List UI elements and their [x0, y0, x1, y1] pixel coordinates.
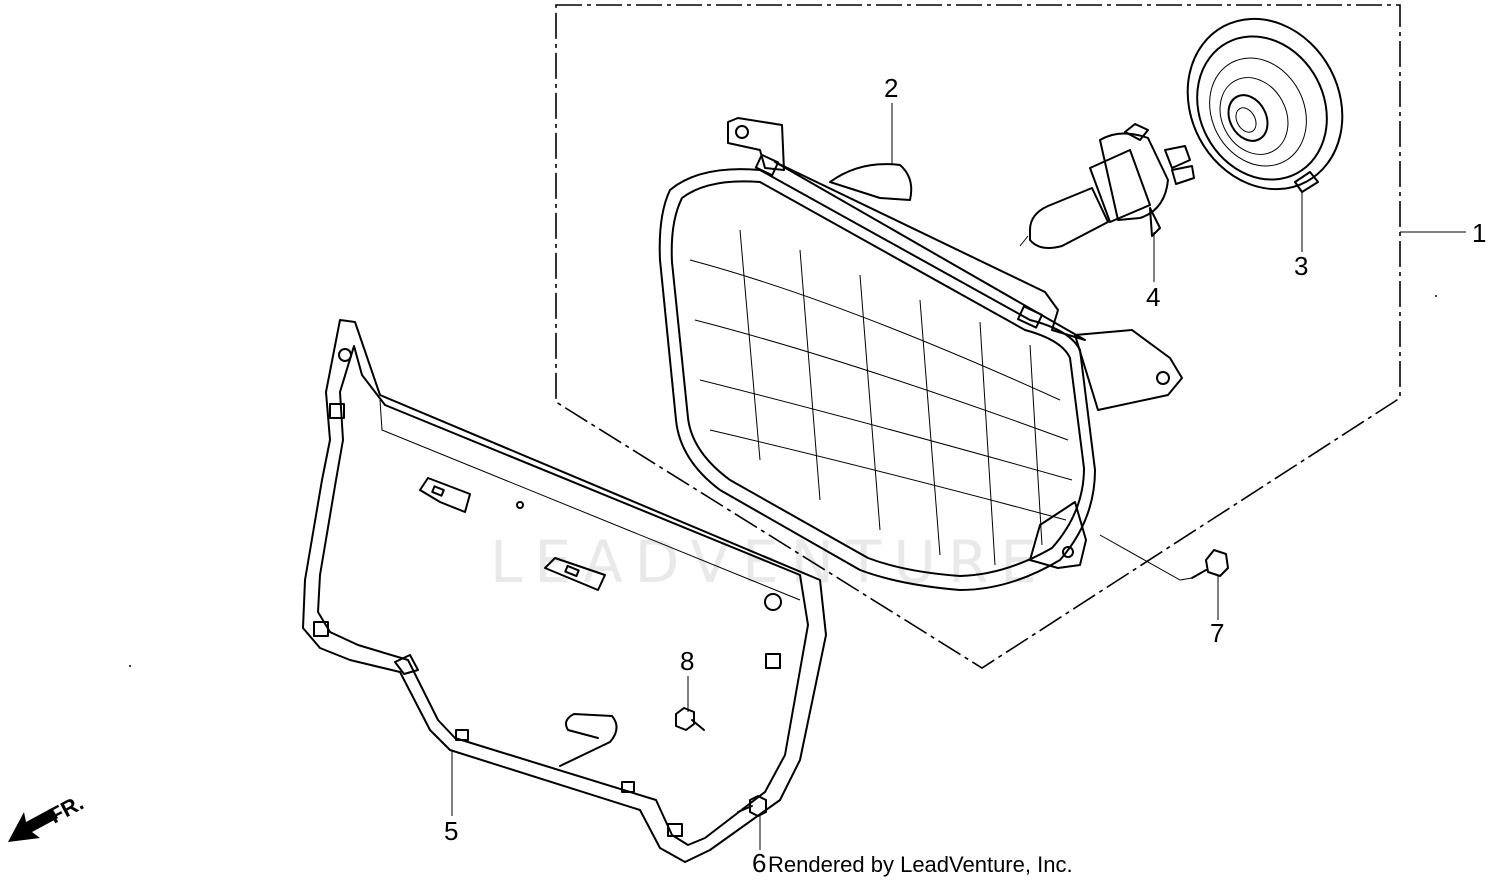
screw-8[interactable]	[675, 707, 705, 731]
callout-7: 7	[1210, 618, 1224, 648]
callout-8: 8	[680, 646, 694, 676]
socket-cover[interactable]	[1158, 0, 1371, 216]
front-direction-label: FR.	[45, 790, 88, 829]
leader-lines	[451, 103, 1303, 850]
screw-7[interactable]	[1191, 549, 1229, 579]
callout-1: 1	[1472, 218, 1486, 248]
headlight-unit[interactable]	[658, 117, 1183, 591]
callout-3: 3	[1294, 251, 1308, 281]
headlight-stay[interactable]	[302, 319, 827, 863]
assembly-boundary	[555, 4, 1466, 669]
screw-6[interactable]	[737, 795, 767, 817]
front-arrow-icon	[8, 808, 58, 842]
callout-2: 2	[884, 73, 898, 103]
callout-6: 6	[752, 848, 766, 878]
callout-5: 5	[444, 816, 458, 846]
bulb[interactable]	[1019, 123, 1195, 249]
callout-4: 4	[1146, 282, 1160, 312]
credit-text: Rendered by LeadVenture, Inc.	[768, 852, 1073, 877]
